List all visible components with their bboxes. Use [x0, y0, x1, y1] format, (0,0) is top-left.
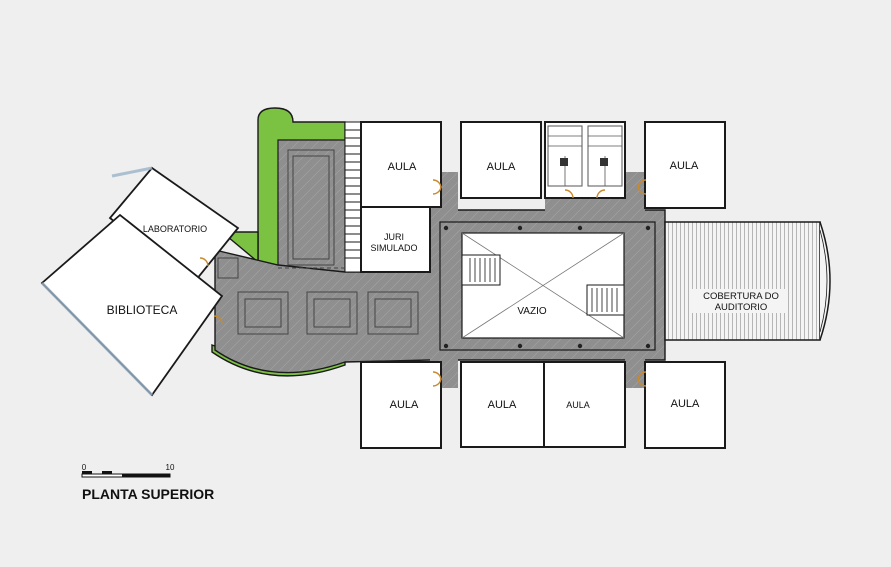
room-aula-top-1: AULA — [360, 121, 442, 208]
stair-ramp — [344, 121, 362, 273]
room-aula-bottom-4: AULA — [644, 361, 726, 449]
room-label-juri-line1: JURI — [384, 232, 404, 242]
room-aula-bottom-1: AULA — [360, 361, 442, 449]
room-biblioteca: BIBLIOTECA — [40, 166, 224, 397]
vazio-void: VAZIO — [439, 221, 656, 351]
door-swings — [199, 179, 647, 387]
room-label-cobertura-line2: AUDITORIO — [715, 302, 768, 313]
room-label-biblioteca: BIBLIOTECA — [107, 303, 178, 317]
room-label-juri-line2: SIMULADO — [370, 243, 417, 253]
scale-end-label: 10 — [166, 463, 175, 472]
room-label-aula-bottom-4: AULA — [671, 398, 700, 410]
structural-columns — [443, 225, 651, 349]
room-aula-top-2: AULA — [460, 121, 542, 199]
cobertura-auditorio: COBERTURA DO AUDITORIO — [664, 221, 831, 341]
room-label-aula-top-3: AULA — [670, 160, 699, 172]
room-aula-bottom-2: AULA — [460, 361, 545, 448]
room-label-aula-top-1: AULA — [388, 161, 417, 173]
room-label-vazio: VAZIO — [517, 306, 546, 317]
room-label-aula-bottom-3: AULA — [566, 400, 590, 410]
room-label-aula-bottom-1: AULA — [390, 399, 419, 411]
skylight-panels — [217, 149, 419, 335]
scale-bar: 0 10 — [81, 463, 175, 478]
scale-start-label: 0 — [82, 463, 87, 472]
room-label-aula-top-2: AULA — [487, 161, 516, 173]
plan-title: PLANTA SUPERIOR — [82, 486, 214, 502]
room-juri-simulado: JURI SIMULADO — [360, 206, 431, 273]
room-label-laboratorio: LABORATORIO — [143, 224, 207, 234]
room-aula-bottom-3: AULA — [543, 361, 626, 448]
room-aula-top-3: AULA — [644, 121, 726, 209]
restrooms — [544, 121, 626, 199]
room-label-cobertura-line1: COBERTURA DO — [703, 291, 779, 302]
room-label-aula-bottom-2: AULA — [488, 399, 517, 411]
